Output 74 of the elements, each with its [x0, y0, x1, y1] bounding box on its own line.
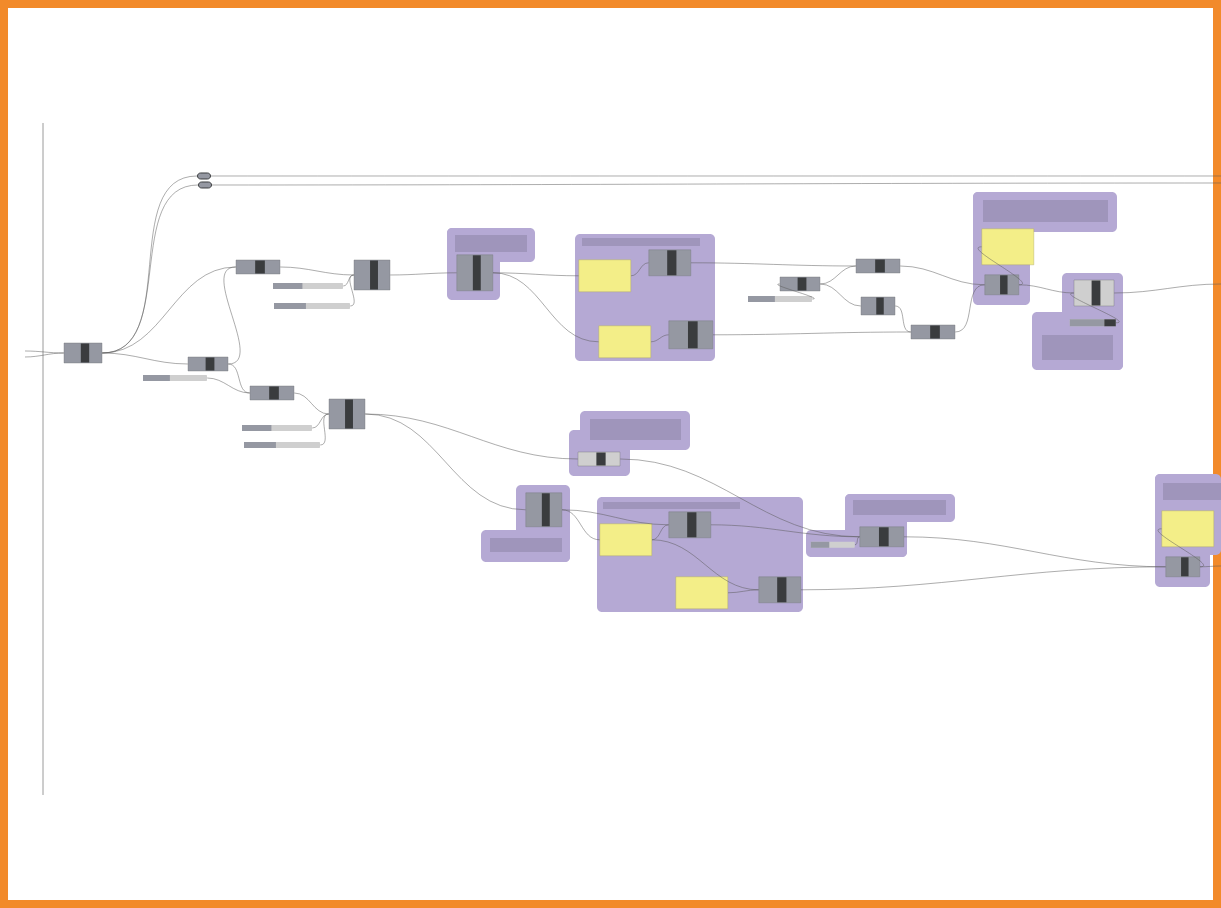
component-box [328, 398, 366, 430]
slider-bar [273, 283, 343, 289]
connector-line [819, 283, 862, 307]
connector-line [954, 284, 985, 333]
component-box [758, 576, 801, 603]
connector-line [211, 182, 1221, 186]
component-box [855, 258, 901, 274]
connector-line [389, 272, 457, 276]
component-box [353, 259, 391, 291]
slider-bar [810, 541, 855, 548]
connector-line [1158, 528, 1204, 568]
connector-line [1199, 565, 1221, 568]
component-box [910, 324, 956, 340]
connector-line [630, 262, 649, 277]
connector-line [690, 262, 857, 267]
relay-pill [198, 181, 212, 189]
connector-line [777, 283, 815, 300]
component-box [235, 259, 281, 275]
connector-line [899, 265, 985, 286]
connector-line [227, 363, 251, 394]
connector-line [1070, 292, 1120, 324]
component-box [859, 526, 904, 547]
connector-line [727, 589, 759, 594]
connector-line [819, 265, 857, 285]
connector-line [800, 566, 1166, 591]
component-box [668, 320, 713, 349]
connector-line [651, 524, 669, 541]
component-box [187, 356, 229, 372]
connector-line [854, 536, 860, 546]
relay-pill [197, 172, 211, 180]
component-box [648, 249, 691, 276]
connector-line [293, 392, 330, 415]
connector-line [24, 352, 65, 358]
component-box [668, 511, 711, 538]
note-panel [981, 228, 1034, 265]
note-panel [599, 523, 652, 556]
connector-line [101, 352, 189, 365]
connector-line [279, 266, 355, 276]
component-box [860, 296, 896, 316]
connector-line [1113, 283, 1221, 294]
note-panel [675, 576, 728, 609]
slider-bar [1069, 319, 1116, 327]
component-box [63, 342, 103, 364]
component-box [577, 451, 621, 467]
connector-line [710, 524, 860, 538]
note-panel [1161, 510, 1214, 547]
connector-line [364, 413, 526, 511]
connector-line [650, 334, 669, 343]
connector-line [223, 266, 241, 365]
connector-line [349, 274, 355, 307]
component-box [456, 254, 493, 291]
connector-line [712, 331, 912, 336]
connector-line [319, 413, 330, 446]
slider-bar [244, 442, 320, 448]
connector-line [561, 509, 600, 541]
connector-line [894, 305, 912, 333]
note-panel [578, 259, 631, 292]
component-box [249, 385, 295, 401]
component-box [525, 492, 562, 527]
component-box [1073, 279, 1115, 307]
slider-bar [242, 425, 312, 431]
component-box [779, 276, 821, 292]
component-box [1165, 556, 1200, 577]
component-box [984, 274, 1019, 295]
slider-bar [748, 296, 812, 302]
connector-line [210, 175, 1221, 177]
connector-line [1018, 284, 1075, 294]
slider-bar [143, 375, 207, 381]
connector-line [206, 377, 251, 394]
slider-bar [274, 303, 350, 309]
connector-line [342, 274, 355, 287]
connector-line [492, 272, 599, 343]
connector-line [978, 246, 1023, 286]
note-panel [598, 325, 651, 358]
